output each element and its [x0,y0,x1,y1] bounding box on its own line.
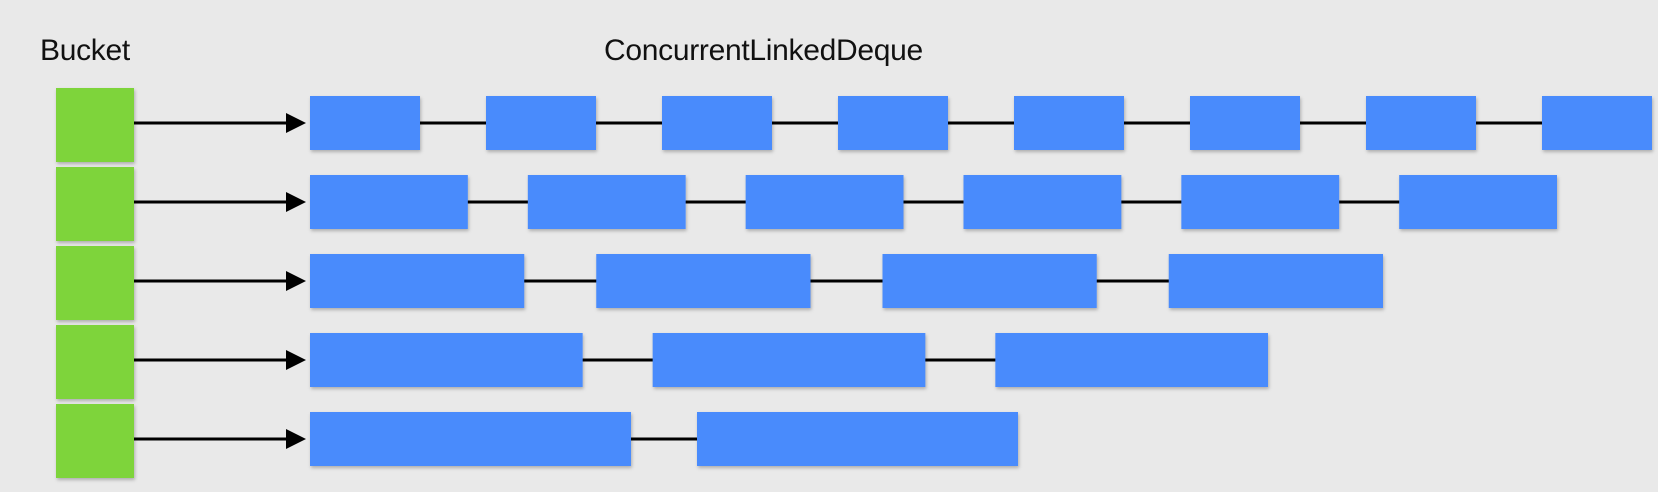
bucket-2 [56,167,134,241]
deque-node [1190,96,1300,150]
deque-node [662,96,772,150]
arrowhead-icon [286,271,306,291]
deque-node [652,333,926,387]
deque-node [310,412,631,466]
deque-node [1168,254,1383,308]
deque-node [1014,96,1124,150]
bucket-3 [56,246,134,320]
deque-node [310,96,420,150]
deque-node [310,333,583,387]
deque-node [596,254,811,308]
bucket-1 [56,88,134,162]
deque-node [1542,96,1652,150]
deque-node [1181,175,1340,229]
deque-node [963,175,1122,229]
deque-node [995,333,1268,387]
deque-node [697,412,1018,466]
deque-node [486,96,596,150]
deque-node [310,254,525,308]
deque-node [882,254,1097,308]
deque-node [838,96,948,150]
arrowhead-icon [286,350,306,370]
bucket-5 [56,404,134,478]
bucket-title: Bucket [40,34,130,67]
deque-node [1366,96,1476,150]
bucket-4 [56,325,134,399]
deque-node [310,175,468,229]
arrowhead-icon [286,113,306,133]
arrowhead-icon [286,192,306,212]
arrowhead-icon [286,429,306,449]
deque-node [1399,175,1557,229]
deque-node [745,175,904,229]
deque-title: ConcurrentLinkedDeque [604,34,923,67]
deque-node [527,175,686,229]
